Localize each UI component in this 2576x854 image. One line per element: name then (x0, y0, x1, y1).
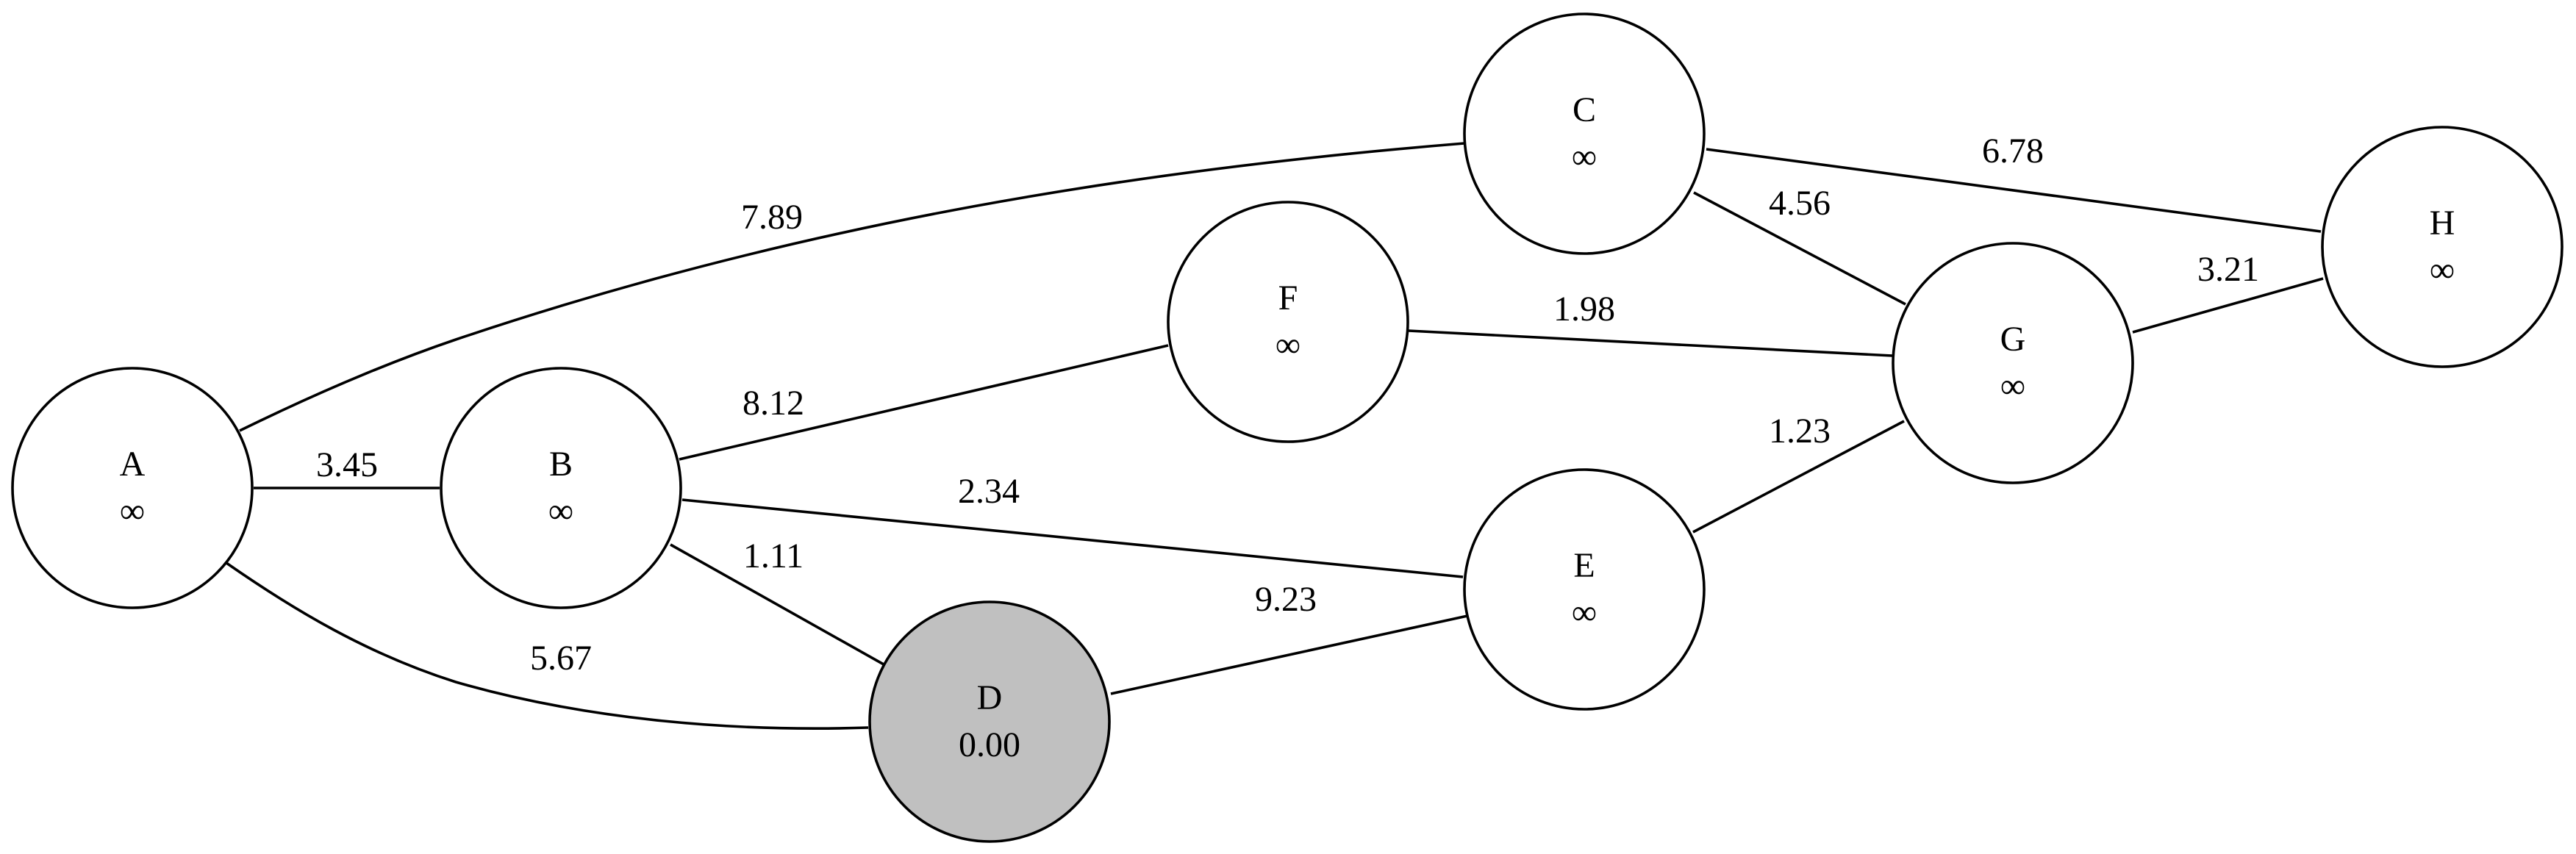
node-distance-label: ∞ (1572, 137, 1597, 176)
node-name-label: A (120, 445, 146, 484)
node-circle (1167, 201, 1409, 443)
node-g: G∞ (1892, 242, 2134, 484)
node-circle (440, 367, 682, 609)
node-circle (868, 600, 1111, 843)
node-name-label: E (1573, 546, 1595, 585)
node-name-label: H (2430, 204, 2455, 243)
edge-weight-label: 3.45 (316, 445, 378, 484)
node-e: E∞ (1463, 468, 1706, 711)
edge-weight-label: 1.11 (743, 537, 804, 575)
node-distance-label: ∞ (1572, 593, 1597, 632)
node-f: F∞ (1167, 201, 1409, 443)
node-distance-label: ∞ (120, 492, 145, 531)
edge-f-g (1408, 329, 1893, 357)
node-b: B∞ (440, 367, 682, 609)
node-circle (2321, 126, 2564, 368)
edge-b-d (670, 543, 884, 666)
edge-c-h (1706, 148, 2322, 233)
node-name-label: D (977, 678, 1003, 717)
edge-weight-label: 1.23 (1769, 412, 1831, 451)
node-d: D 0.00 (868, 600, 1111, 843)
edge-weight-label: 3.21 (2197, 250, 2259, 289)
node-distance-label: ∞ (548, 492, 573, 531)
edge-d-e (1110, 614, 1468, 695)
edge-b-e (681, 498, 1464, 578)
edge-weight-label: 1.98 (1553, 290, 1615, 329)
edge-e-g (1692, 420, 1905, 534)
node-distance-label: ∞ (2000, 367, 2025, 406)
edge-weight-label: 5.67 (530, 639, 592, 678)
edge-weight-label: 8.12 (743, 384, 804, 423)
edge-labels-layer: 3.45 7.89 5.67 8.12 2.34 1.11 9.23 1.98 4.56 6.78… (316, 132, 2259, 678)
edge-weight-label: 7.89 (741, 198, 803, 237)
node-a: A∞ (11, 367, 254, 609)
node-name-label: B (549, 445, 573, 484)
node-name-label: C (1573, 90, 1596, 129)
edge-weight-label: 2.34 (958, 472, 1020, 511)
edge-a-d (225, 561, 869, 730)
edge-weight-label: 6.78 (1982, 132, 2044, 171)
node-distance-label: ∞ (2430, 251, 2455, 290)
edge-b-f (679, 344, 1169, 461)
node-name-label: F (1278, 279, 1298, 317)
node-h: H∞ (2321, 126, 2564, 368)
node-name-label: G (2000, 320, 2026, 359)
node-circle (11, 367, 254, 609)
nodes-layer: A∞B∞C∞D0.00E∞F∞G∞H∞ (11, 12, 2564, 843)
node-distance-label: 0.00 (959, 725, 1020, 764)
edges-layer (225, 142, 2324, 730)
edge-c-g (1693, 191, 1906, 306)
node-distance-label: ∞ (1276, 326, 1300, 365)
node-circle (1463, 12, 1706, 255)
node-circle (1463, 468, 1706, 711)
edge-weight-label: 4.56 (1769, 184, 1831, 223)
edge-g-h (2132, 277, 2324, 334)
edge-a-c (239, 142, 1465, 432)
edge-weight-label: 9.23 (1255, 580, 1317, 619)
node-c: C∞ (1463, 12, 1706, 255)
node-circle (1892, 242, 2134, 484)
